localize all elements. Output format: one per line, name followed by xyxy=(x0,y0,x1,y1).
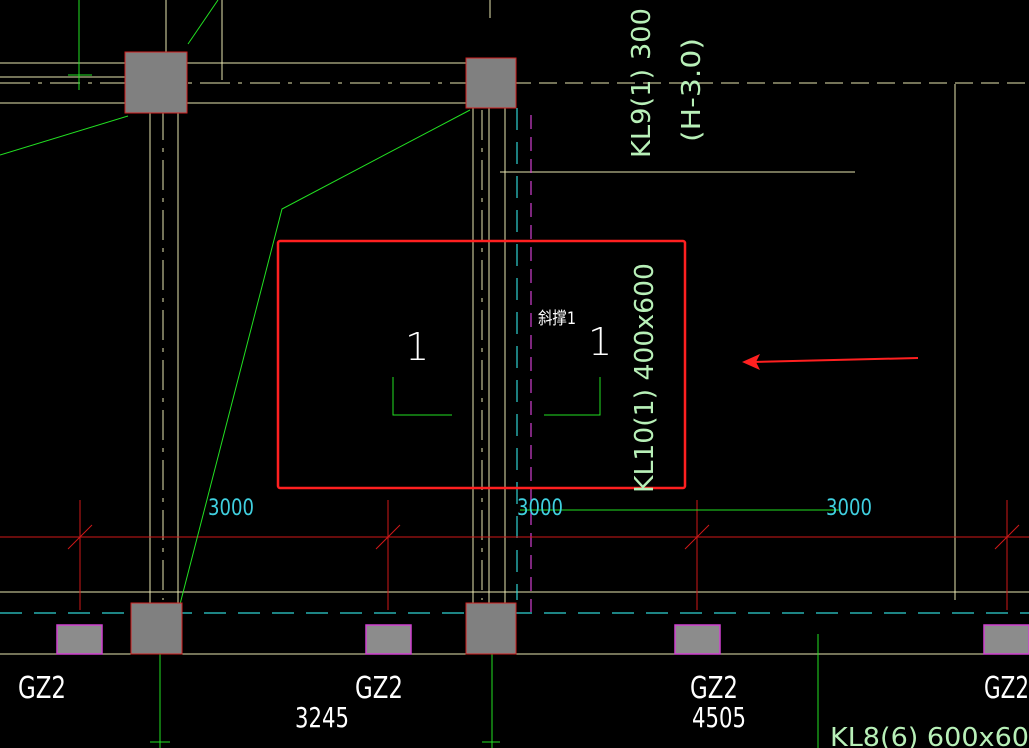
column-bottom-mid xyxy=(465,602,517,655)
gz-label-3: GZ2 xyxy=(690,671,738,706)
highlight-box xyxy=(276,239,687,490)
gz-block-2 xyxy=(365,624,412,655)
gz-block-4 xyxy=(983,624,1029,655)
gz-label-2: GZ2 xyxy=(355,671,403,706)
columns xyxy=(124,51,517,655)
axis-centerlines xyxy=(0,82,483,600)
elevation-label-2: 4505 xyxy=(692,701,746,734)
kl9-label: KL9(1) 300 xyxy=(627,8,657,158)
dimension-right: 3000 xyxy=(826,496,872,521)
kl9-sublabel: (H-3.0) xyxy=(677,38,707,142)
section-left-number: 1 xyxy=(405,325,429,369)
gz-label-1: GZ2 xyxy=(18,671,66,706)
section-right-number: 1 xyxy=(588,320,612,364)
column-bottom-left xyxy=(130,602,183,655)
gz-columns xyxy=(56,624,1029,655)
dimension-left: 3000 xyxy=(208,496,254,521)
brace-label: 斜撑1 xyxy=(538,309,576,329)
green-lines xyxy=(0,0,840,748)
red-arrow-left-icon xyxy=(742,354,919,370)
beam-lines xyxy=(0,0,1029,655)
elevation-label-1: 3245 xyxy=(295,701,349,734)
dimension-mid: 3000 xyxy=(517,496,563,521)
dimension-line xyxy=(0,500,1029,610)
gz-block-3 xyxy=(674,624,721,655)
kl8-label: KL8(6) 600x60 xyxy=(830,723,1029,748)
column-top-left xyxy=(124,51,188,114)
gz-block-1 xyxy=(56,624,103,655)
column-top-mid xyxy=(465,57,517,109)
gz-label-4: GZ2 xyxy=(984,671,1029,706)
kl10-label: KL10(1) 400x600 xyxy=(630,263,660,493)
